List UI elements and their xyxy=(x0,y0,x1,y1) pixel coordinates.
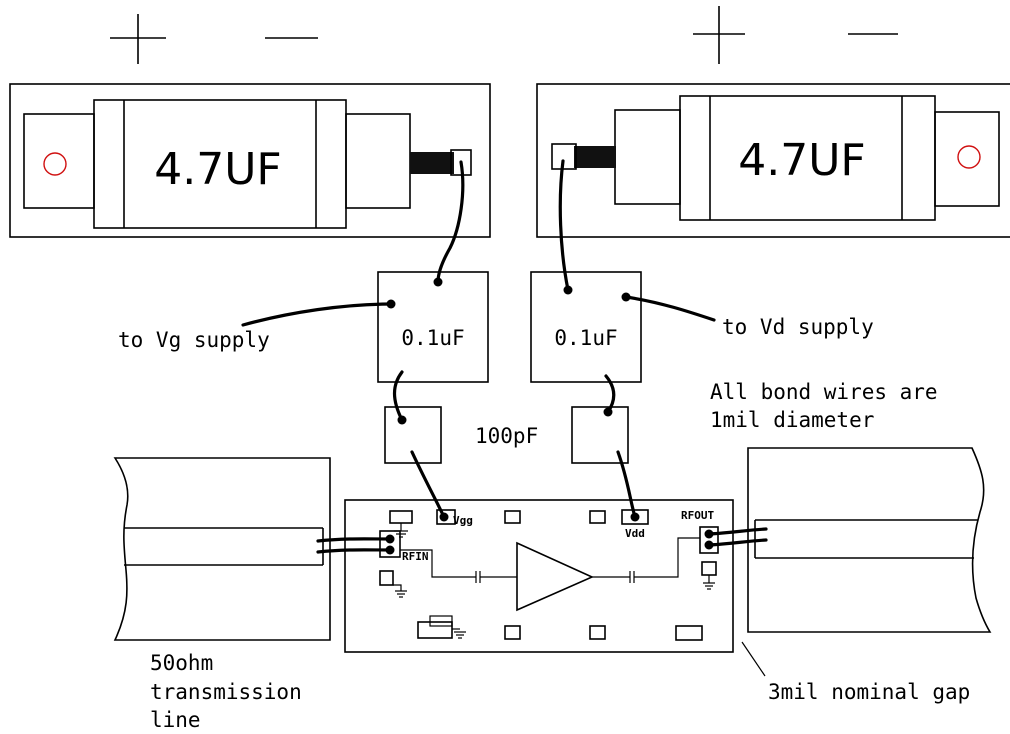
vg-supply-label: to Vg supply xyxy=(118,328,270,352)
right-cap-value: 4.7UF xyxy=(738,135,866,186)
wire-rfin-2 xyxy=(316,548,392,554)
left-cap-lead xyxy=(410,152,454,174)
left-cap-substrate xyxy=(9,83,491,238)
right-100pf-body xyxy=(571,406,629,464)
rfin-label: RFIN xyxy=(402,550,429,563)
amplifier-symbol xyxy=(516,541,594,612)
right-cap-end-tab xyxy=(934,111,1000,207)
gap-label: 3mil nominal gap xyxy=(768,680,970,704)
vdd-pad xyxy=(621,509,649,525)
gap-leader xyxy=(741,641,766,677)
wire-right-bypass-to-100pf xyxy=(604,374,616,414)
right-cap-substrate xyxy=(536,83,1010,238)
mmic-die: Vgg Vdd RFIN RFOUT xyxy=(344,499,734,653)
left-transmission-line xyxy=(113,457,331,641)
tline-label-line2: transmission xyxy=(150,680,302,704)
wire-right-large-to-bypass xyxy=(558,159,570,292)
rfout-label: RFOUT xyxy=(681,509,714,522)
wire-100pf-to-vgg xyxy=(410,450,446,519)
bond-note-line2: 1mil diameter xyxy=(710,408,874,432)
bond-note-line1: All bond wires are xyxy=(710,380,938,404)
left-mount-hole xyxy=(43,152,67,176)
wire-vd-supply xyxy=(624,295,716,322)
right-cap-lead xyxy=(574,146,616,168)
left-bypass-capacitor: 0.1uF xyxy=(377,271,489,383)
tline-label-line1: 50ohm xyxy=(150,651,213,675)
right-transmission-line xyxy=(747,447,992,633)
left-cap-terminal xyxy=(345,113,411,209)
left-100pf-body xyxy=(384,406,442,464)
right-cap-bond-pad xyxy=(551,143,577,170)
rfin-pad xyxy=(379,530,401,558)
rfout-pad xyxy=(699,526,719,554)
right-mount-hole xyxy=(957,145,981,169)
right-large-capacitor: 4.7UF xyxy=(536,83,1010,238)
right-bypass-value: 0.1uF xyxy=(554,326,617,350)
wire-left-bypass-to-100pf xyxy=(392,370,404,422)
right-cap-terminal xyxy=(614,109,681,205)
left-large-capacitor: 4.7UF xyxy=(9,83,491,238)
wire-rfout-1 xyxy=(707,527,768,536)
left-bypass-body xyxy=(377,271,489,383)
tline-label-line3: line xyxy=(150,708,201,732)
vgg-label: Vgg xyxy=(453,514,473,527)
small-cap-value: 100pF xyxy=(475,424,538,448)
vdd-label: Vdd xyxy=(625,527,645,540)
wire-vg-supply xyxy=(241,302,393,327)
left-polarity-marks xyxy=(110,14,318,64)
right-polarity-marks xyxy=(693,6,898,64)
bond-wires xyxy=(241,159,768,554)
vd-supply-label: to Vd supply xyxy=(722,315,874,339)
wire-rfin-1 xyxy=(316,537,392,543)
wire-rfout-2 xyxy=(707,538,768,547)
left-bypass-value: 0.1uF xyxy=(401,326,464,350)
right-bypass-body xyxy=(530,271,642,383)
mmic-outline xyxy=(344,499,734,653)
wire-100pf-to-vdd xyxy=(616,450,637,519)
vgg-pad xyxy=(436,509,456,525)
left-cap-end-tab xyxy=(23,113,95,209)
right-bypass-capacitor: 0.1uF xyxy=(530,271,642,383)
wire-left-large-to-bypass xyxy=(436,160,465,284)
left-cap-value: 4.7UF xyxy=(154,144,282,195)
